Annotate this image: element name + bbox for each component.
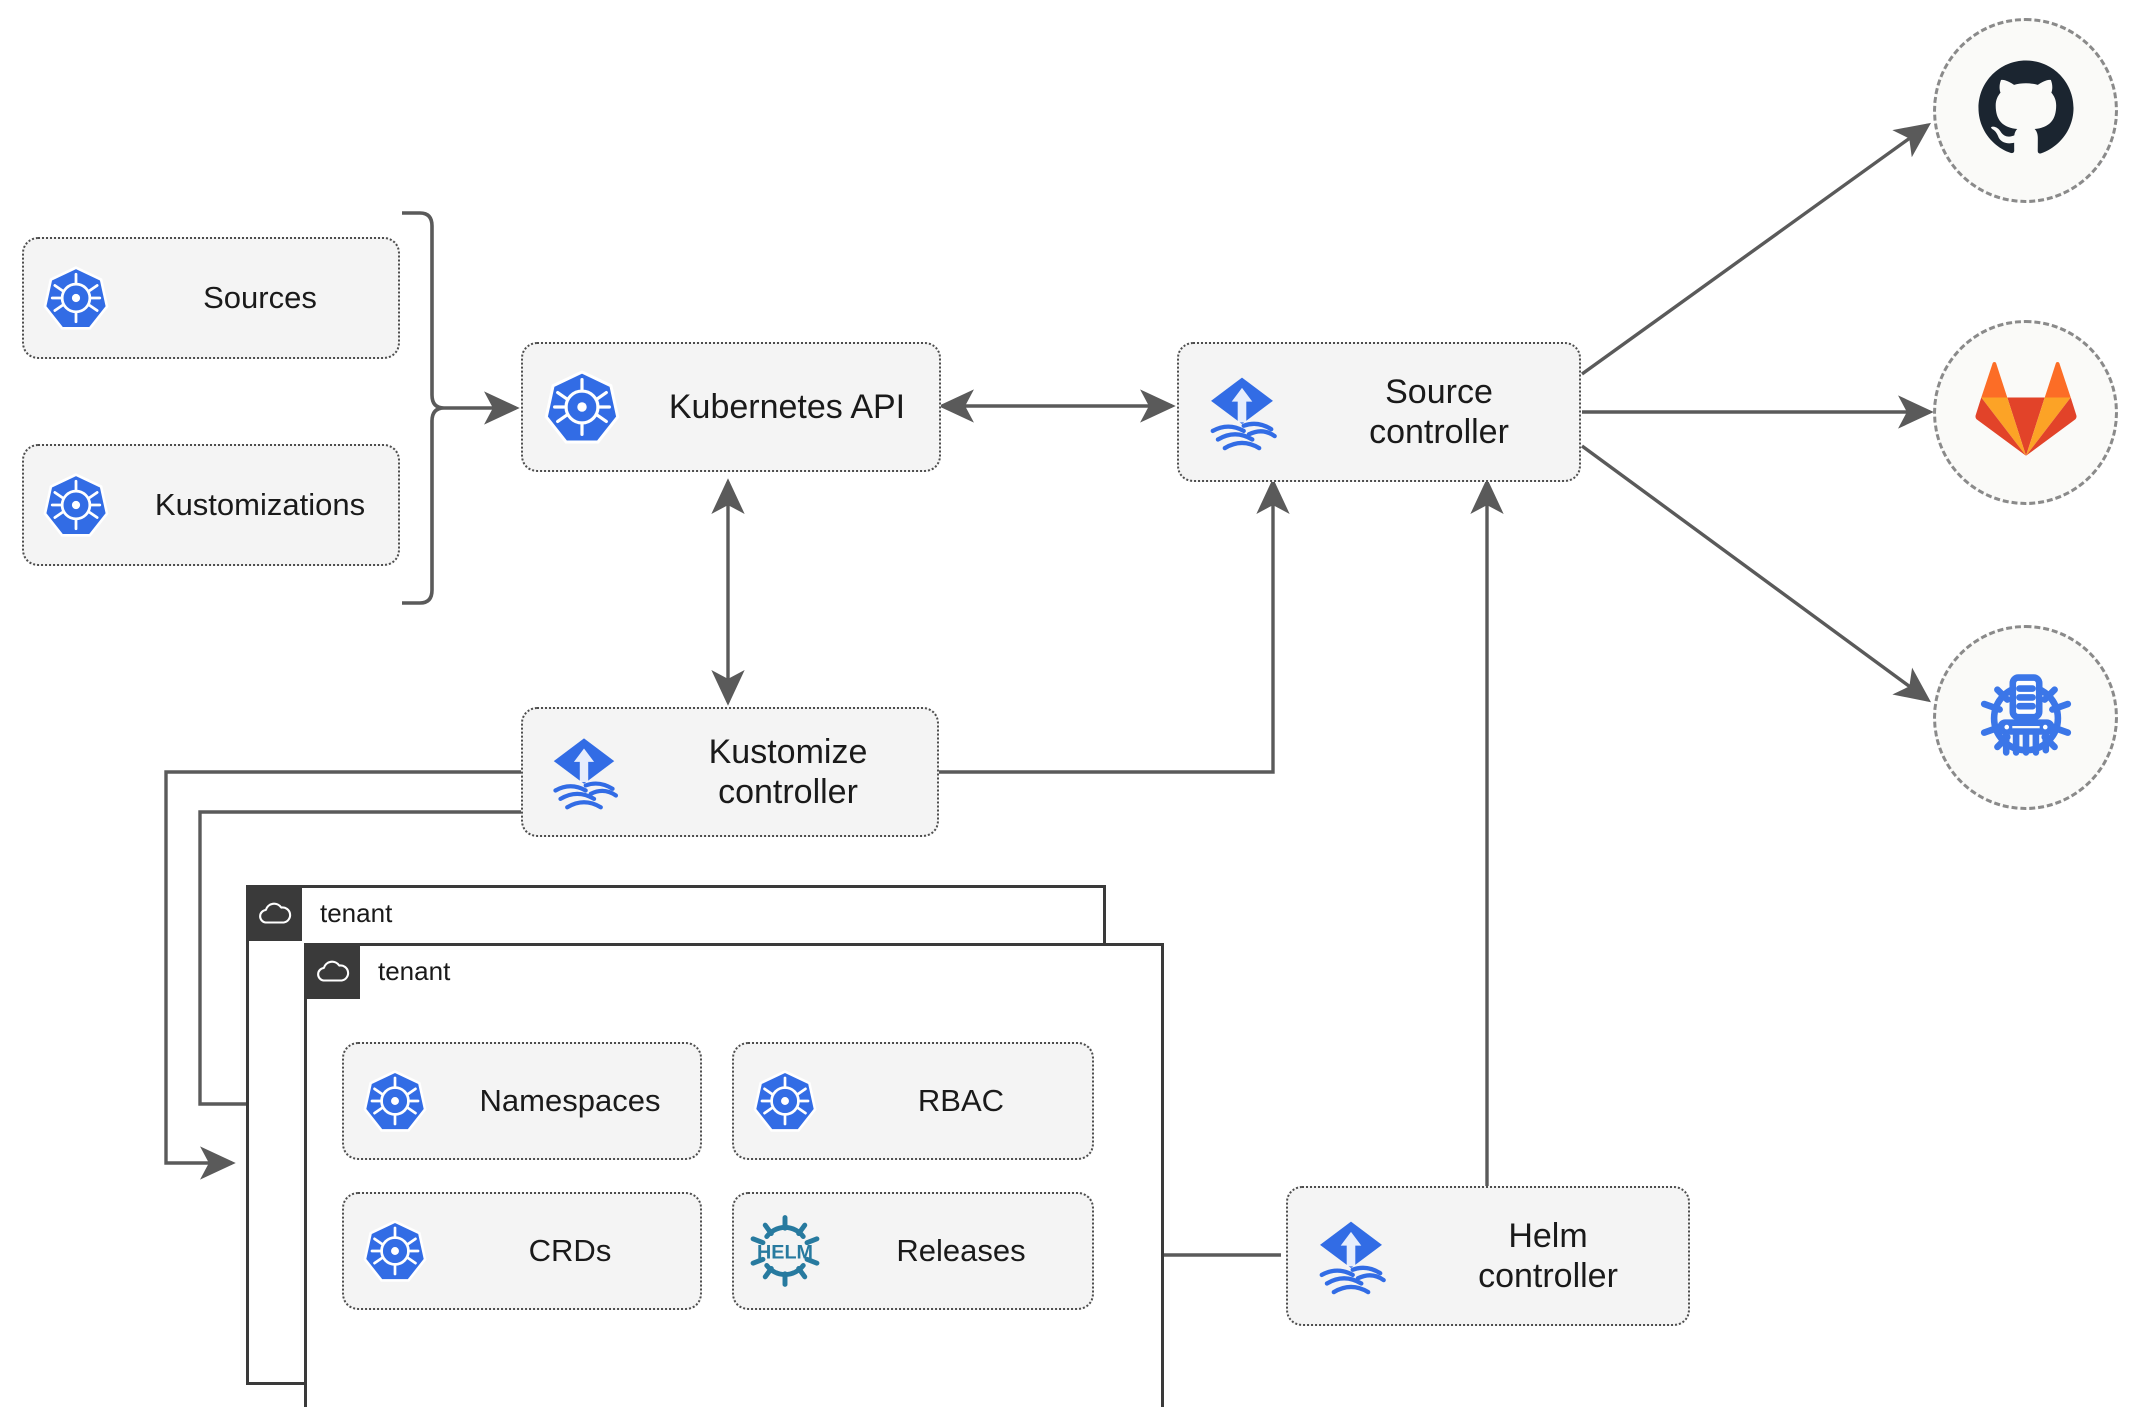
node-sources[interactable]: Sources <box>22 237 400 359</box>
kubernetes-icon <box>523 369 641 445</box>
provider-github[interactable] <box>1933 18 2118 203</box>
helm-icon: HELM <box>734 1213 836 1289</box>
kubernetes-icon <box>24 265 128 331</box>
kubernetes-icon <box>24 472 128 538</box>
node-namespaces[interactable]: Namespaces <box>342 1042 702 1160</box>
provider-registry[interactable] <box>1933 625 2118 810</box>
tenant-container-inner: tenant <box>304 943 1164 1407</box>
tenant-header: tenant <box>304 943 450 999</box>
provider-gitlab[interactable] <box>1933 320 2118 505</box>
node-helm-controller[interactable]: Helm controller <box>1286 1186 1690 1326</box>
tenant-label: tenant <box>378 955 451 986</box>
node-label: RBAC <box>917 1082 1005 1118</box>
flux-icon <box>1288 1213 1414 1299</box>
node-label: Namespaces <box>479 1082 661 1118</box>
svg-text:HELM: HELM <box>757 1242 813 1264</box>
edge-source-github <box>1581 122 1932 376</box>
node-kubernetes-api[interactable]: Kubernetes API <box>521 342 941 472</box>
tenant-header: tenant <box>246 885 392 941</box>
cloud-icon <box>304 943 360 999</box>
node-label: Kustomize controller <box>708 732 868 811</box>
gitlab-icon <box>1974 360 2078 465</box>
edge-kustomize-source <box>938 478 1290 774</box>
node-label: Kustomizations <box>154 486 366 522</box>
kubernetes-icon <box>734 1069 836 1133</box>
tenant-label: tenant <box>320 897 393 928</box>
helm-registry-icon <box>1971 660 2081 775</box>
node-label: Releases <box>896 1232 1026 1268</box>
node-label: Helm controller <box>1478 1216 1618 1295</box>
node-releases[interactable]: HELM Releases <box>732 1192 1094 1310</box>
kubernetes-icon <box>344 1069 446 1133</box>
node-source-controller[interactable]: Source controller <box>1177 342 1581 482</box>
node-label: Kubernetes API <box>668 387 906 426</box>
node-rbac[interactable]: RBAC <box>732 1042 1094 1160</box>
edge-source-registry <box>1580 444 1932 703</box>
node-label: CRDs <box>528 1232 612 1268</box>
node-label: Sources <box>203 279 317 315</box>
node-kustomize-controller[interactable]: Kustomize controller <box>521 707 939 837</box>
kubernetes-icon <box>344 1219 446 1283</box>
cloud-icon <box>246 885 302 941</box>
edge-group-brace <box>402 211 445 605</box>
flux-icon <box>1179 369 1305 455</box>
flux-icon <box>523 730 645 814</box>
node-crds[interactable]: CRDs <box>342 1192 702 1310</box>
node-label: Source controller <box>1369 372 1509 451</box>
github-icon <box>1972 54 2080 167</box>
node-kustomizations[interactable]: Kustomizations <box>22 444 400 566</box>
